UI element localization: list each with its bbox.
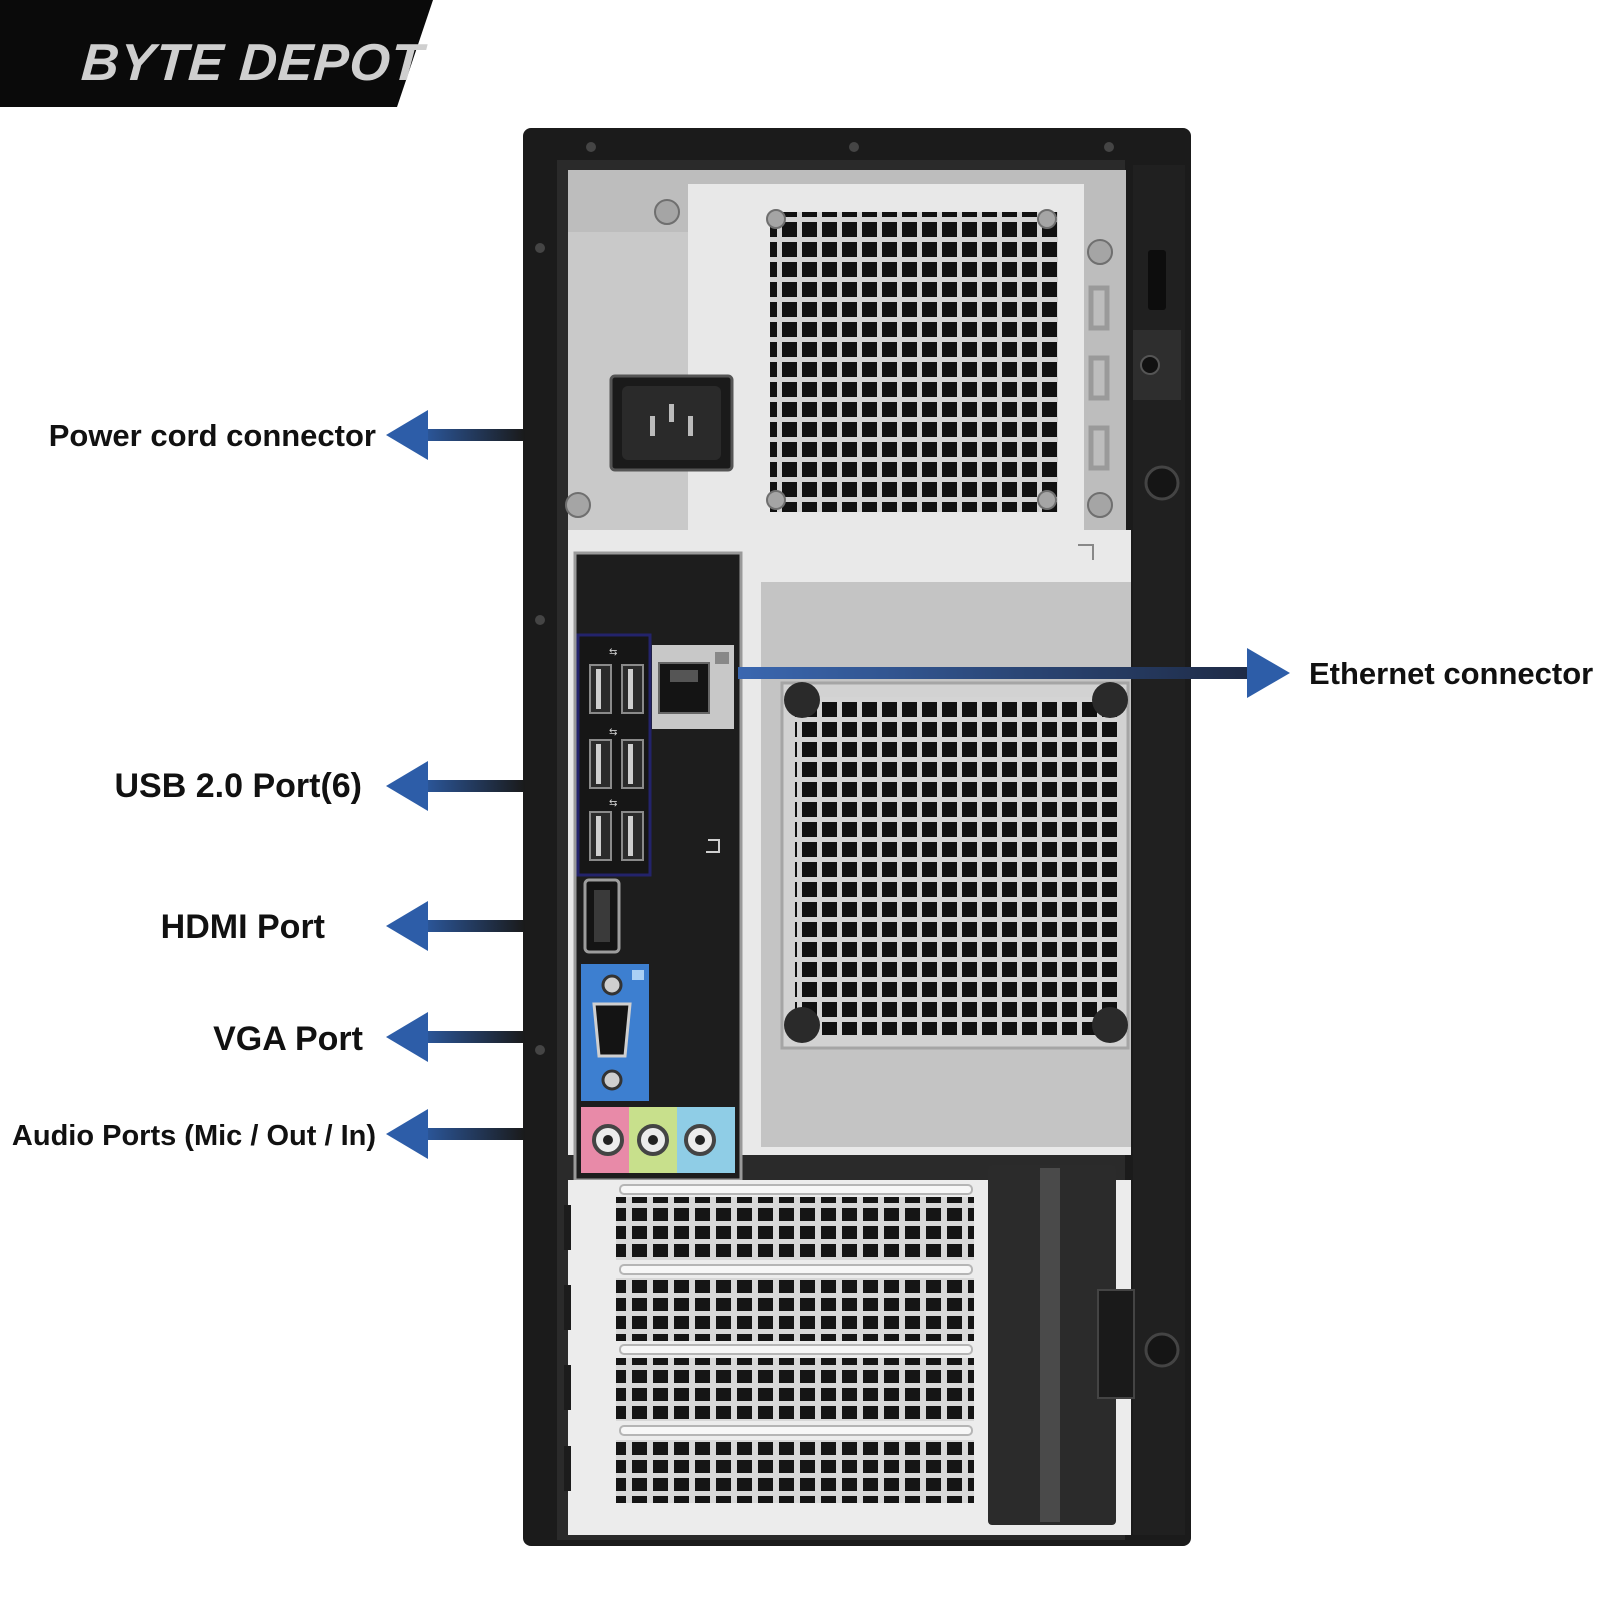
vga-port	[581, 964, 649, 1101]
callout-ethernet: Ethernet connector	[738, 648, 1593, 698]
psu-fan-grille	[770, 212, 1058, 512]
label-usb-ports: USB 2.0 Port(6)	[115, 767, 363, 805]
label-power-cord-connector: Power cord connector	[49, 418, 376, 453]
callout-power: Power cord connector	[49, 410, 525, 460]
expansion-slots	[564, 1165, 1135, 1535]
label-ethernet-connector: Ethernet connector	[1309, 656, 1593, 691]
label-audio-ports: Audio Ports (Mic / Out / In)	[12, 1120, 376, 1152]
svg-text:⇆: ⇆	[609, 727, 617, 738]
io-shield: ⇆ ⇆ ⇆	[573, 551, 743, 1182]
usb-contacts	[596, 669, 633, 856]
case-fan-grille	[795, 697, 1117, 1035]
callout-audio: Audio Ports (Mic / Out / In)	[12, 1109, 525, 1159]
audio-ports	[581, 1107, 735, 1173]
slot-cover	[616, 1358, 974, 1421]
ethernet-port	[652, 645, 734, 729]
power-inlet	[609, 374, 734, 472]
power-supply	[565, 170, 1126, 530]
callout-hdmi: HDMI Port	[161, 901, 525, 951]
label-hdmi-port: HDMI Port	[161, 908, 325, 946]
slot-cover	[616, 1197, 974, 1260]
brand-name: BYTE DEPOT	[80, 34, 429, 92]
svg-text:⇆: ⇆	[609, 647, 617, 658]
label-vga-port: VGA Port	[213, 1020, 363, 1058]
slot-retention-latch	[988, 1165, 1135, 1525]
slot-cover	[616, 1440, 974, 1503]
hdmi-port	[583, 878, 621, 954]
svg-text:⇆: ⇆	[609, 798, 617, 809]
slot-cover	[616, 1278, 974, 1341]
usb-icon: ⇆ ⇆ ⇆	[609, 647, 617, 809]
callout-vga: VGA Port	[213, 1012, 525, 1062]
brand-banner: BYTE DEPOT	[0, 0, 433, 107]
fan-mount-bumpers	[784, 682, 1128, 1043]
callout-usb: USB 2.0 Port(6)	[115, 761, 525, 811]
psu-screws	[565, 199, 1113, 518]
